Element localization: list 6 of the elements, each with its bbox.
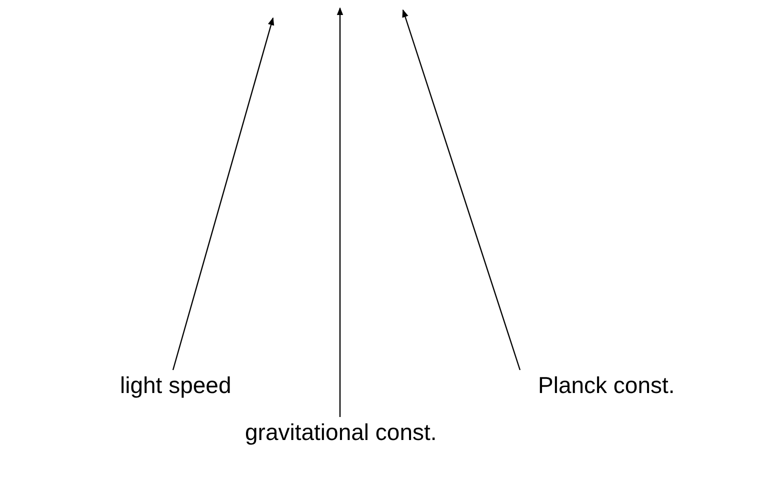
arrow: [172, 17, 274, 370]
arrow: [402, 9, 521, 370]
arrow: [336, 7, 344, 417]
constant-label: gravitational const.: [245, 419, 437, 445]
constant-label: Planck const.: [538, 372, 675, 398]
constant-label: light speed: [120, 372, 232, 398]
